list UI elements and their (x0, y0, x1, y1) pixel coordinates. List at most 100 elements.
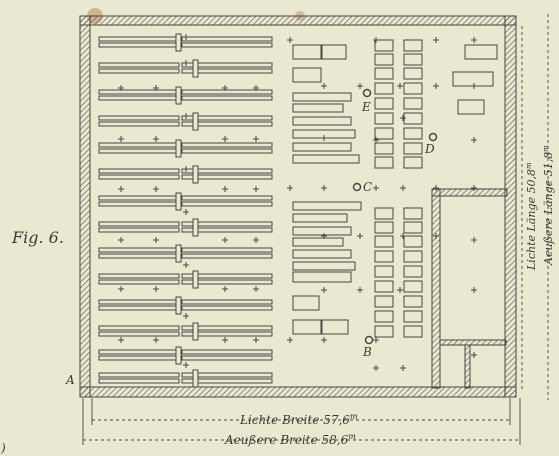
far-right-boxes (452, 44, 498, 115)
bed-bar (181, 372, 273, 378)
bench (292, 237, 344, 247)
bed-bar (98, 221, 180, 227)
bench (292, 226, 352, 236)
point-a-label: A (65, 373, 75, 387)
bed-post (175, 33, 182, 52)
box-cell (374, 265, 394, 278)
bench (292, 44, 322, 60)
inner-length-label: Lichte Länge 50,8m (525, 162, 538, 271)
point-c-label: C (363, 180, 372, 194)
bed-post (192, 218, 199, 237)
box-cell (374, 295, 394, 308)
box-cell (374, 127, 394, 140)
box-cell (374, 235, 394, 248)
bed-bar (98, 355, 180, 361)
bed-bar (98, 227, 180, 233)
bench (292, 201, 362, 211)
right-box-columns (374, 39, 423, 338)
bed-bar (98, 299, 180, 305)
bed-bar (98, 201, 180, 207)
bench (321, 319, 349, 335)
dimension-lines (82, 14, 549, 445)
bench (292, 213, 348, 223)
box-cell (403, 156, 423, 169)
point-e-label: E (361, 100, 371, 114)
bed-bar (98, 115, 180, 121)
bed-bar (98, 349, 180, 355)
bed-bar (181, 201, 273, 207)
bed-bar (181, 195, 273, 201)
bed-bar (181, 42, 273, 48)
point-markers (352, 88, 438, 345)
bench (292, 271, 352, 283)
bench (321, 44, 347, 60)
box-cell (374, 112, 394, 125)
bed-bar (98, 273, 180, 279)
inner-width-label: Lichte Breite 57,6m (239, 412, 358, 427)
bed-post (175, 139, 182, 158)
outer-walls (79, 15, 517, 398)
box-cell (403, 295, 423, 308)
bed-bar (98, 89, 180, 95)
box (452, 71, 494, 87)
bed-bar (98, 253, 180, 259)
bed-post (192, 369, 199, 388)
point-d-marker (428, 132, 438, 142)
bed-bar (181, 168, 273, 174)
bed-post (192, 59, 199, 78)
bed-bar (181, 68, 273, 74)
box-cell (403, 310, 423, 323)
bench (292, 142, 352, 152)
box-cell (374, 142, 394, 155)
bench (292, 261, 356, 271)
box-cell (374, 53, 394, 66)
box-cell (403, 112, 423, 125)
box-cell (403, 250, 423, 263)
box-cell (403, 127, 423, 140)
point-b-label: B (362, 345, 372, 359)
outer-length-label: Aeußere Länge 51,8m (542, 145, 555, 266)
bed-bar (181, 279, 273, 285)
bed-post (175, 296, 182, 315)
bed-bar (181, 62, 273, 68)
middle-benches (292, 44, 362, 335)
bed-bar (98, 36, 180, 42)
bed-bar (181, 148, 273, 154)
box-cell (403, 207, 423, 220)
box-cell (374, 250, 394, 263)
bed-bar (98, 168, 180, 174)
marker-crosses (118, 34, 477, 371)
bed-bar (181, 227, 273, 233)
bench (292, 154, 360, 164)
margin-mark: ) (0, 441, 6, 455)
box-cell (403, 97, 423, 110)
point-d-label: D (424, 142, 435, 156)
bed-post (192, 112, 199, 131)
bench (292, 295, 320, 311)
box-cell (403, 265, 423, 278)
left-bed-rows (98, 33, 273, 388)
point-e-marker (362, 88, 372, 98)
bed-post (175, 86, 182, 105)
bed-bar (181, 89, 273, 95)
bed-post (192, 270, 199, 289)
bed-post (192, 165, 199, 184)
inner-room-walls (431, 188, 508, 389)
point-b-marker (364, 335, 374, 345)
box-cell (403, 142, 423, 155)
bed-bar (181, 325, 273, 331)
bed-bar (181, 355, 273, 361)
bed-bar (181, 174, 273, 180)
bed-bar (98, 325, 180, 331)
bed-bar (98, 195, 180, 201)
bed-bar (98, 148, 180, 154)
bed-bar (181, 36, 273, 42)
outer-width-label: Aeußere Breite 58,6m (224, 432, 356, 447)
box-cell (374, 156, 394, 169)
bed-bar (98, 62, 180, 68)
box-cell (374, 97, 394, 110)
box-cell (374, 325, 394, 338)
bed-bar (181, 115, 273, 121)
